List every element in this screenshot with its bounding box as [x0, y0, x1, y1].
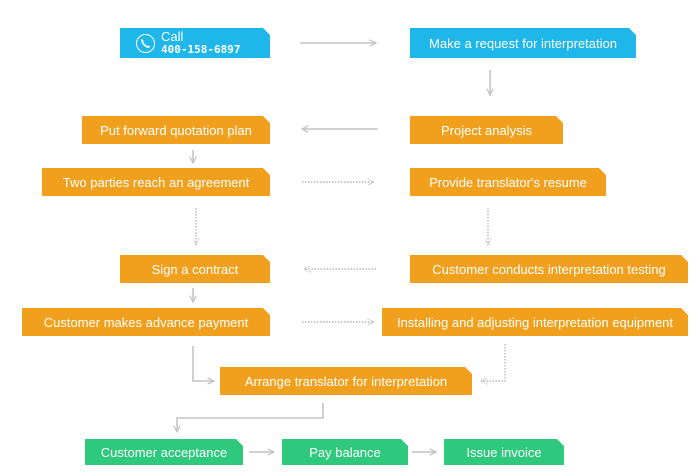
- step-install-equipment: Installing and adjusting interpretation …: [382, 308, 688, 336]
- step-interpretation-testing: Customer conducts interpretation testing: [410, 255, 688, 283]
- step-label: Pay balance: [309, 444, 381, 460]
- step-pay-balance: Pay balance: [282, 439, 408, 465]
- call-box: Call 400-158-6897: [120, 28, 270, 58]
- step-sign-contract: Sign a contract: [120, 255, 270, 283]
- step-label: Arrange translator for interpretation: [244, 373, 448, 389]
- step-acceptance: Customer acceptance: [85, 439, 243, 465]
- step-label: Two parties reach an agreement: [62, 174, 250, 190]
- step-label: Sign a contract: [151, 261, 239, 277]
- step-make-request: Make a request for interpretation: [410, 28, 636, 58]
- step-label: Issue invoice: [466, 444, 542, 460]
- step-label: Customer acceptance: [100, 444, 228, 460]
- step-label: Customer makes advance payment: [43, 314, 249, 330]
- step-translator-resume: Provide translator's resume: [410, 168, 606, 196]
- step-label: Project analysis: [440, 122, 533, 138]
- step-label: Installing and adjusting interpretation …: [396, 314, 674, 330]
- step-project-analysis: Project analysis: [410, 116, 563, 144]
- step-quotation-plan: Put forward quotation plan: [82, 116, 270, 144]
- step-label: Put forward quotation plan: [100, 122, 252, 138]
- step-advance-payment: Customer makes advance payment: [22, 308, 270, 336]
- phone-number: 400-158-6897: [161, 43, 241, 56]
- step-agreement: Two parties reach an agreement: [42, 168, 270, 196]
- phone-icon: [136, 33, 155, 53]
- connector-equipment-to-arrange: [481, 344, 506, 381]
- step-label: Customer conducts interpretation testing: [432, 261, 666, 277]
- step-arrange-translator: Arrange translator for interpretation: [220, 367, 472, 395]
- step-label: Make a request for interpretation: [429, 35, 617, 51]
- connector-arrange-to-acceptance: [177, 403, 324, 432]
- call-label: Call: [161, 29, 184, 44]
- step-label: Provide translator's resume: [429, 174, 587, 190]
- step-issue-invoice: Issue invoice: [444, 439, 564, 465]
- connector-advance-to-arrange: [192, 346, 214, 381]
